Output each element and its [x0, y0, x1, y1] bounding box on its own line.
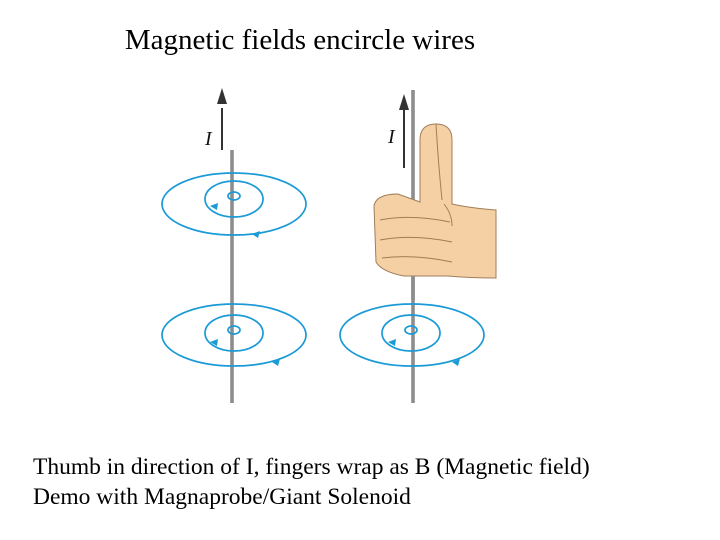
right-current-label: I — [387, 126, 396, 148]
field-direction-arrow — [452, 359, 460, 366]
current-arrow-icon — [399, 94, 409, 110]
left-upper-field — [161, 172, 307, 238]
field-direction-arrow — [252, 231, 260, 238]
left-lower-field — [161, 303, 307, 367]
page-title: Magnetic fields encircle wires — [124, 24, 476, 56]
left-current-label: I — [204, 128, 213, 150]
caption-line-2: Demo with Magnaprobe/Giant Solenoid — [33, 484, 411, 510]
field-direction-arrow — [272, 359, 280, 366]
thumb-up-hand-icon — [373, 123, 497, 279]
caption: Thumb in direction of I, fingers wrap as… — [33, 452, 590, 512]
field-direction-arrow — [388, 339, 396, 346]
caption-line-1: Thumb in direction of I, fingers wrap as… — [33, 454, 590, 480]
field-direction-arrow — [210, 203, 218, 210]
left-wire-assembly: I — [161, 88, 307, 403]
field-direction-arrow — [210, 339, 218, 346]
current-arrow-icon — [217, 88, 227, 104]
right-lower-field — [339, 303, 485, 367]
right-wire-assembly: I — [339, 90, 497, 403]
